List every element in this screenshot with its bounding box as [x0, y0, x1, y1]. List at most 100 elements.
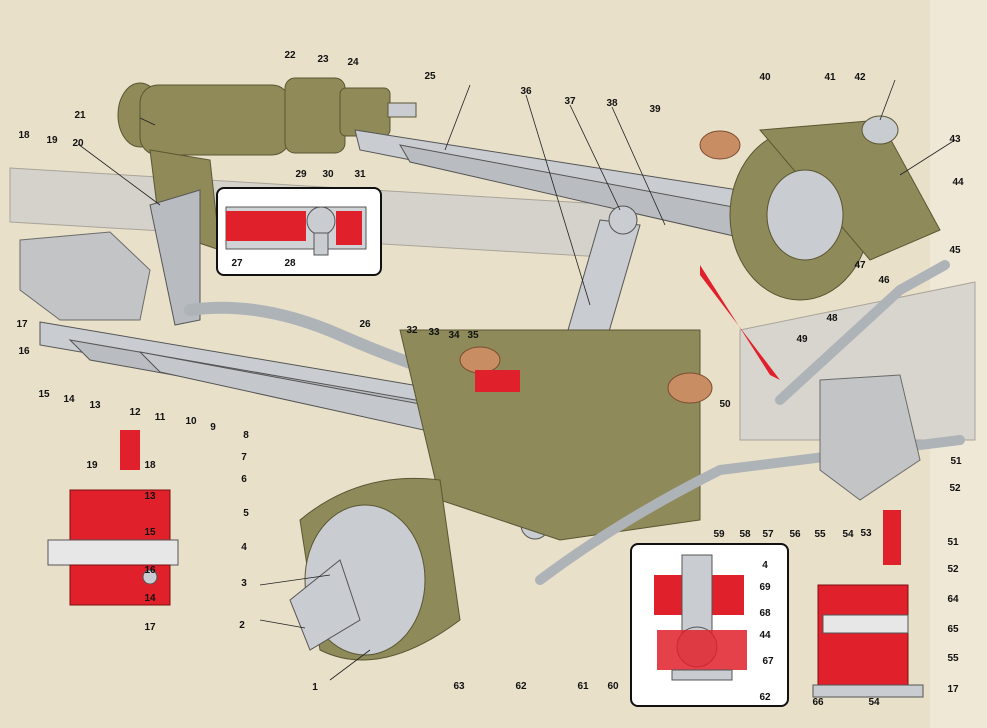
- callout-55: 55: [947, 653, 959, 664]
- trailing-link: [775, 260, 950, 405]
- callout-46: 46: [878, 275, 890, 286]
- callout-57: 57: [762, 529, 774, 540]
- callout-54: 54: [842, 529, 854, 540]
- callout-30: 30: [322, 169, 334, 180]
- callout-66: 66: [812, 697, 824, 708]
- callout-69: 69: [759, 582, 771, 593]
- inset-spring-shackle: [40, 420, 210, 610]
- spring-shackle-cutaway: [47, 430, 179, 606]
- callout-19: 19: [86, 460, 98, 471]
- callout-37: 37: [564, 96, 576, 107]
- hub-spindle: [289, 559, 361, 651]
- callout-52: 52: [949, 483, 961, 494]
- callout-39: 39: [649, 104, 661, 115]
- callout-68: 68: [759, 608, 771, 619]
- callout-52: 52: [947, 564, 959, 575]
- callout-11: 11: [154, 412, 166, 423]
- callout-55: 55: [814, 529, 826, 540]
- callout-2: 2: [239, 620, 245, 631]
- callout-25: 25: [424, 71, 436, 82]
- inset-ball-joint-bottom: [630, 543, 789, 707]
- callout-49: 49: [796, 334, 808, 345]
- bumper-50: [667, 372, 713, 404]
- callout-17: 17: [947, 684, 959, 695]
- callout-44: 44: [952, 177, 964, 188]
- callout-21: 21: [74, 110, 86, 121]
- bumper-34: [699, 130, 741, 160]
- callout-13: 13: [89, 400, 101, 411]
- callout-16: 16: [144, 565, 156, 576]
- lower-ball-joint-cutaway: [654, 554, 747, 681]
- callout-34: 34: [448, 330, 460, 341]
- callout-62: 62: [759, 692, 771, 703]
- callout-3: 3: [241, 578, 247, 589]
- callout-65: 65: [947, 624, 959, 635]
- callout-29: 29: [295, 169, 307, 180]
- callout-47: 47: [854, 260, 866, 271]
- callout-50: 50: [719, 399, 731, 410]
- callout-23: 23: [317, 54, 329, 65]
- callout-61: 61: [577, 681, 589, 692]
- callout-54: 54: [868, 697, 880, 708]
- callout-6: 6: [241, 474, 247, 485]
- callout-45: 45: [949, 245, 961, 256]
- callout-67: 67: [762, 656, 774, 667]
- pitman-arm: [149, 189, 201, 326]
- front-spring-bracket: [19, 231, 151, 321]
- callout-4: 4: [762, 560, 768, 571]
- rear-shackle-cutaway: [812, 510, 924, 698]
- callout-36: 36: [520, 86, 532, 97]
- callout-18: 18: [18, 130, 30, 141]
- callout-56: 56: [789, 529, 801, 540]
- callout-19: 19: [46, 135, 58, 146]
- tie-rod: [535, 435, 965, 585]
- callout-17: 17: [16, 319, 28, 330]
- callout-15: 15: [144, 527, 156, 538]
- callout-13: 13: [144, 491, 156, 502]
- callout-43: 43: [949, 134, 961, 145]
- rear-axle-housing: [729, 115, 941, 301]
- callout-59: 59: [713, 529, 725, 540]
- callout-9: 9: [210, 422, 216, 433]
- callout-18: 18: [144, 460, 156, 471]
- callout-24: 24: [347, 57, 359, 68]
- callout-14: 14: [63, 394, 75, 405]
- callout-20: 20: [72, 138, 84, 149]
- callout-62: 62: [515, 681, 527, 692]
- callout-27: 27: [231, 258, 243, 269]
- callout-60: 60: [607, 681, 619, 692]
- callout-14: 14: [144, 593, 156, 604]
- callout-26: 26: [359, 319, 371, 330]
- rear-spring-bracket: [819, 374, 921, 501]
- ball-joint-cutaway: [225, 206, 367, 256]
- callout-16: 16: [18, 346, 30, 357]
- callout-53: 53: [860, 528, 872, 539]
- callout-58: 58: [739, 529, 751, 540]
- inset-ball-joint-top: [216, 187, 382, 276]
- callout-17: 17: [144, 622, 156, 633]
- callout-63: 63: [453, 681, 465, 692]
- callout-48: 48: [826, 313, 838, 324]
- callout-15: 15: [38, 389, 50, 400]
- callout-35: 35: [467, 330, 479, 341]
- callout-64: 64: [947, 594, 959, 605]
- callout-33: 33: [428, 327, 440, 338]
- callout-38: 38: [606, 98, 618, 109]
- callout-22: 22: [284, 50, 296, 61]
- callout-41: 41: [824, 72, 836, 83]
- callout-7: 7: [241, 452, 247, 463]
- callout-31: 31: [354, 169, 366, 180]
- callout-8: 8: [243, 430, 249, 441]
- bumper-35: [459, 346, 501, 374]
- callout-51: 51: [947, 537, 959, 548]
- callout-40: 40: [759, 72, 771, 83]
- callout-12: 12: [129, 407, 141, 418]
- callout-51: 51: [950, 456, 962, 467]
- callout-32: 32: [406, 325, 418, 336]
- callout-4: 4: [241, 542, 247, 553]
- callout-10: 10: [185, 416, 197, 427]
- inset-rear-shackle: [808, 505, 933, 715]
- callout-5: 5: [243, 508, 249, 519]
- callout-1: 1: [312, 682, 318, 693]
